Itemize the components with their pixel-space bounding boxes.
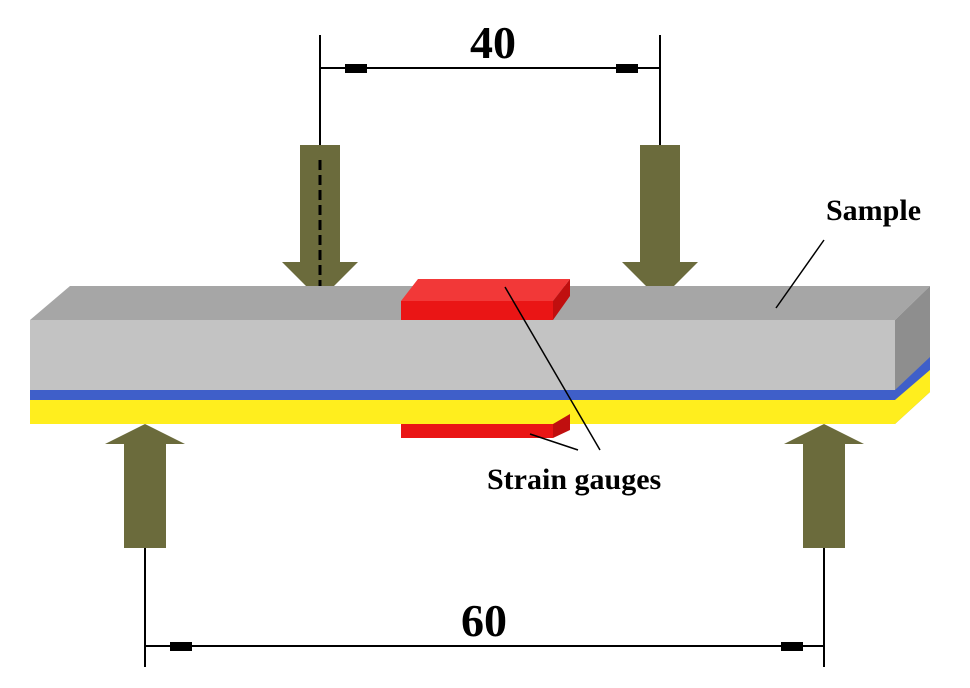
strain-gauge-bottom-side-face: [553, 414, 570, 438]
sample-front-face: [30, 320, 895, 390]
sample-blue-layer: [30, 390, 895, 400]
strain-gauges-leader-to-top: [504, 286, 601, 451]
sample-side-blue-layer: [895, 357, 930, 400]
right-load-arrow: [622, 145, 698, 300]
sample-callout: Sample: [775, 194, 921, 309]
top-dimension: 40: [319, 17, 661, 300]
sample-leader-line: [775, 239, 825, 309]
strain-gauge-bottom: [401, 414, 570, 438]
bottom-dimension-value: 60: [461, 595, 507, 646]
strain-gauges-callout: Strain gauges: [487, 286, 661, 496]
top-dimension-left-tick: [345, 64, 367, 73]
strain-gauge-top-side-face: [553, 279, 570, 320]
strain-gauges-leader-to-bottom: [529, 433, 579, 451]
bottom-dimension-left-tick: [170, 642, 192, 651]
strain-gauge-bottom-front-face: [401, 424, 553, 438]
left-support-arrow: [105, 424, 185, 548]
strain-gauge-top: [401, 279, 570, 320]
sample-beam: [30, 286, 930, 424]
top-dimension-right-tick: [616, 64, 638, 73]
left-load-arrow: [282, 145, 358, 300]
sample-side-yellow-layer: [895, 370, 930, 424]
strain-gauge-top-front-face: [401, 301, 553, 320]
sample-yellow-layer: [30, 400, 895, 424]
right-support-arrow: [784, 424, 864, 548]
sample-label: Sample: [826, 194, 921, 227]
strain-gauges-label: Strain gauges: [487, 463, 661, 496]
strain-gauge-top-upper-face: [401, 279, 570, 301]
bottom-dimension-right-tick: [781, 642, 803, 651]
top-dimension-value: 40: [470, 17, 516, 68]
bottom-dimension: 60: [144, 548, 825, 667]
